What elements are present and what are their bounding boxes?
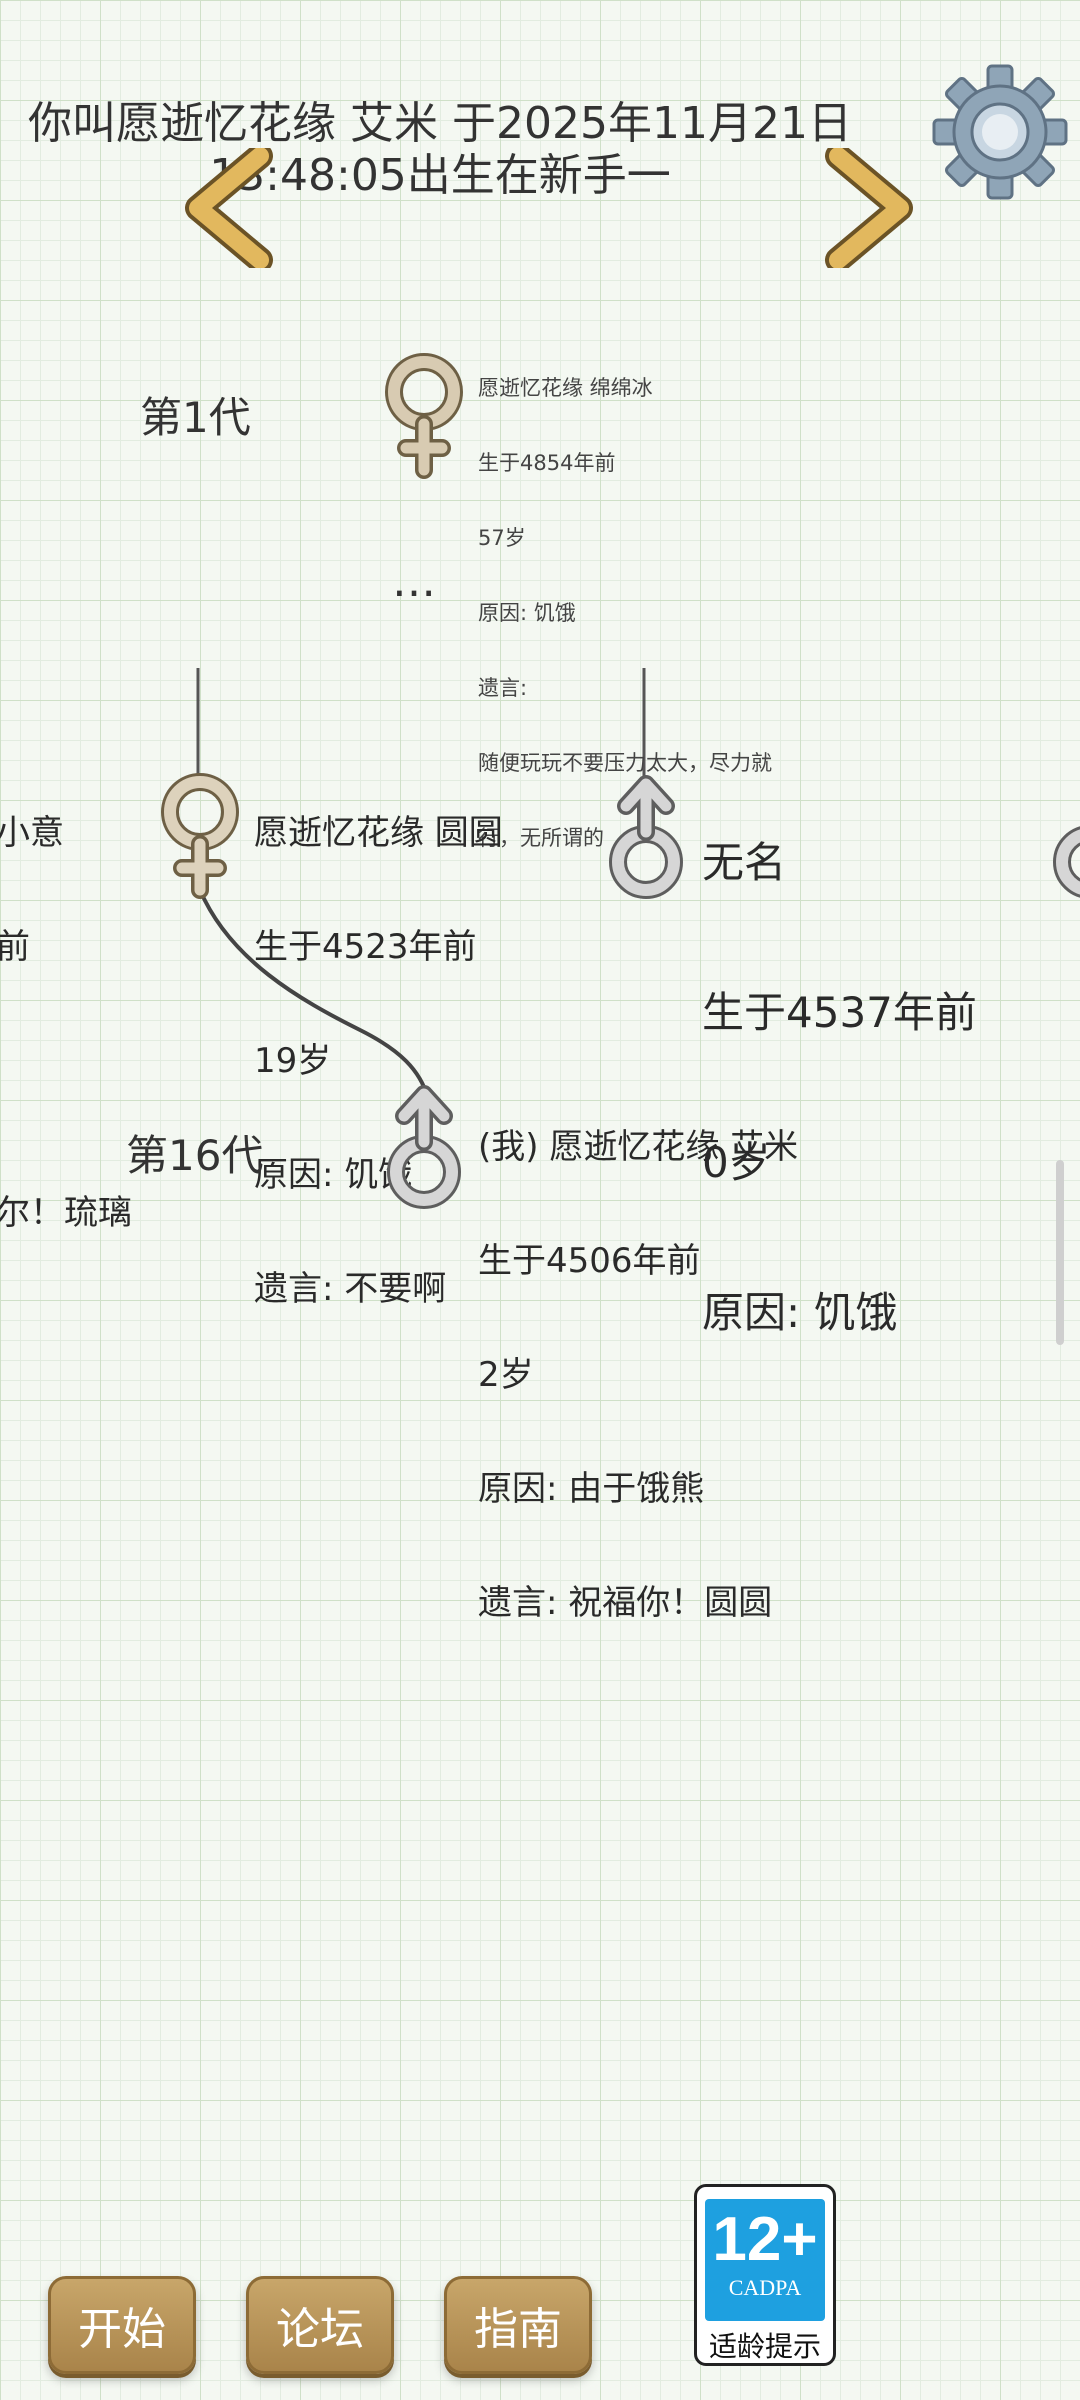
title-line-2: 13:48:05出生在新手一 [209,150,671,201]
player-info: (我) 愿逝忆花缘 艾米 生于4506年前 2岁 原因: 由于饿熊 遗言: 祝福… [478,1127,799,1623]
birth-info-title: 你叫愿逝忆花缘 艾米 于2025年11月21日 13:48:05出生在新手一 [20,98,860,202]
vertical-scrollbar[interactable] [1056,1160,1064,1345]
age-rating-value: 12+ [712,2205,818,2274]
generation-ellipsis: … [392,556,436,607]
guide-button[interactable]: 指南 [444,2276,592,2374]
unnamed-info: 无名 生于4537年前 0岁 原因: 饥饿 [702,838,977,1337]
generation-label-last: 第16代 [126,1131,264,1180]
chevron-right-icon[interactable] [810,148,920,268]
female-symbol-icon[interactable] [160,772,240,902]
chevron-left-icon[interactable] [178,148,288,268]
male-symbol-icon[interactable] [606,772,686,902]
generation-label-first: 第1代 [140,393,251,442]
age-rating-caption: 适龄提示 [708,2330,821,2363]
age-rating-org: CADPA [728,2275,802,2300]
male-symbol-icon[interactable] [384,1082,464,1212]
male-symbol-icon[interactable] [1050,772,1080,902]
ancestor-first-info: 愿逝忆花缘 绵绵冰 生于4854年前 57岁 原因: 饥饿 遗言: 随便玩玩不要… [478,376,772,850]
start-button[interactable]: 开始 [48,2276,196,2374]
ancestor-left-partial-info: 小意 前 尔！琉璃 [0,813,132,1233]
title-line-1: 你叫愿逝忆花缘 艾米 于2025年11月21日 [28,98,852,149]
mother-info: 愿逝忆花缘 圆圆 生于4523年前 19岁 原因: 饥饿 遗言: 不要啊 [254,813,503,1309]
gear-icon[interactable] [930,62,1070,202]
female-symbol-icon[interactable] [384,352,464,482]
forum-button[interactable]: 论坛 [246,2276,394,2374]
age-rating-badge[interactable]: 12+ CADPA 适龄提示 [694,2184,836,2366]
age-rating-panel: 12+ CADPA [705,2199,825,2321]
